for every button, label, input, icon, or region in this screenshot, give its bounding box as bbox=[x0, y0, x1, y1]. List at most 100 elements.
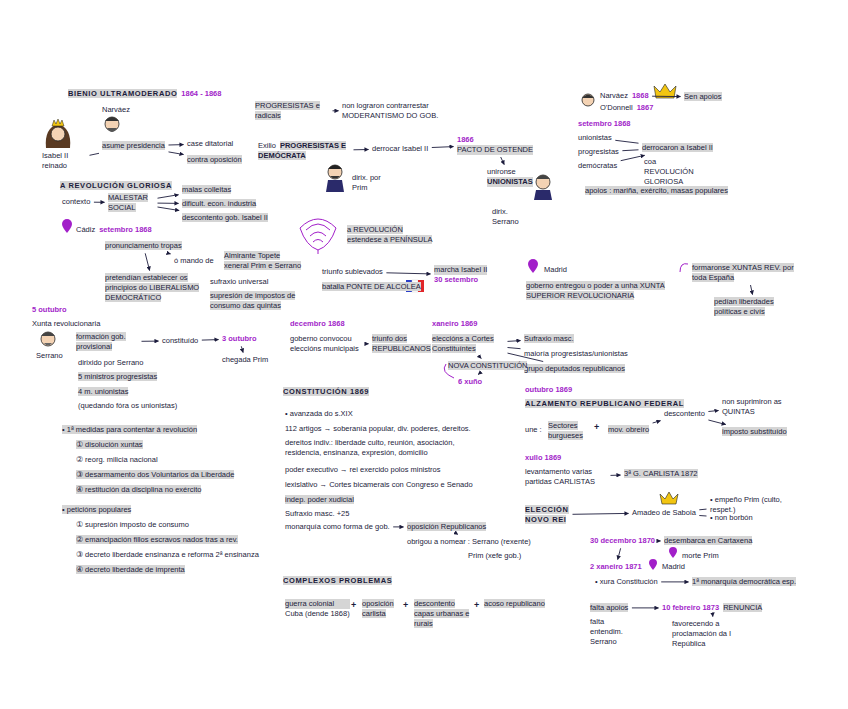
node-text: 1867 bbox=[637, 103, 654, 112]
text-node: indep. poder xudicial bbox=[283, 494, 356, 506]
node-text: Amadeo de Saboia bbox=[632, 508, 696, 517]
text-node: 30 decembro 1870 bbox=[588, 535, 657, 547]
text-node: formaronse XUNTAS REV. por toda España bbox=[690, 262, 806, 284]
text-node: unironseUNIONISTAS bbox=[485, 166, 535, 188]
node-text: 3 outubro bbox=[222, 334, 257, 343]
connector-arrow bbox=[366, 343, 369, 344]
node-text: constituído bbox=[162, 336, 198, 345]
node-text: 30 setembro bbox=[434, 275, 487, 285]
node-text: dereitos indiv.: liberdade culto, reunió… bbox=[285, 438, 455, 457]
node-text: PACTO DE OSTENDE bbox=[457, 145, 533, 155]
node-text: reinado bbox=[42, 161, 86, 171]
node-text: unironse bbox=[487, 167, 533, 177]
text-node: Madrid bbox=[542, 264, 569, 276]
node-text: chegada Prim bbox=[222, 355, 268, 364]
connector-arrow bbox=[508, 348, 521, 349]
generals-portrait bbox=[582, 94, 594, 106]
connector-arrow bbox=[615, 140, 638, 143]
node-text: 6 xuño bbox=[458, 377, 482, 386]
text-node: ④ restitución da disciplina no exército bbox=[74, 484, 203, 496]
text-node: 3 outubro bbox=[220, 333, 259, 345]
text-node: asume presidencia bbox=[100, 140, 167, 152]
text-node: apoios : mariña, exército, masas popular… bbox=[583, 185, 730, 197]
node-text: poder executivo → rei exercido polos min… bbox=[285, 465, 441, 474]
text-node: malas colleitas bbox=[180, 184, 233, 196]
node-text: unionistas bbox=[578, 133, 612, 142]
connector-arrow bbox=[457, 534, 458, 535]
text-node: derrocar Isabel II bbox=[370, 143, 430, 155]
text-node: poder executivo → rei exercido polos min… bbox=[283, 464, 443, 476]
connector-arrow bbox=[708, 411, 718, 412]
connector-arrow bbox=[621, 155, 645, 160]
text-node: xullo 1869 bbox=[523, 452, 563, 464]
node-text: malas colleitas bbox=[182, 185, 231, 194]
connector-arrow bbox=[508, 340, 521, 342]
text-node: 1866PACTO DE OSTENDE bbox=[455, 134, 535, 156]
node-text: O'Donnell bbox=[600, 103, 633, 112]
node-text: non lograron contrarrestar MODERANTISMO … bbox=[342, 101, 438, 120]
connector-arrow bbox=[751, 285, 753, 295]
text-node: Narváez bbox=[100, 104, 132, 116]
text-node: imposto substituído bbox=[720, 426, 789, 438]
node-text: sufraxio universal bbox=[210, 277, 268, 286]
node-text: setembro 1868 bbox=[578, 119, 631, 128]
connector-arrow bbox=[611, 475, 621, 476]
node-text: descontento capas urbanas e rurais bbox=[414, 599, 469, 628]
connector-arrow bbox=[202, 339, 219, 341]
connector-arrow bbox=[573, 513, 629, 515]
node-text: 4 m. unionistas bbox=[78, 387, 128, 396]
text-node: 5 ministros progresistas bbox=[76, 371, 159, 383]
text-node: non suprimiron as QUINTAS bbox=[720, 396, 792, 418]
connector-arrow bbox=[142, 341, 159, 342]
text-node: levantamento varias partidas CARLISTAS bbox=[523, 466, 609, 488]
node-text: Prim (xefe gob.) bbox=[468, 551, 521, 560]
text-node: dirix. Serrano bbox=[490, 206, 538, 228]
node-text: 1ª monarquía democrática esp. bbox=[692, 577, 796, 586]
node-text: obrigou a nomear : Serrano (rexente) bbox=[407, 537, 531, 546]
node-text: 2 xaneiro 1871 bbox=[590, 562, 642, 571]
text-node: pretendían establecer os principios do L… bbox=[103, 272, 205, 303]
node-text: falta apoios bbox=[590, 603, 628, 612]
node-text: Exilio bbox=[258, 141, 276, 150]
connector-arrow bbox=[90, 153, 100, 155]
node-text: contra oposición bbox=[187, 155, 242, 164]
connector-arrow bbox=[653, 421, 661, 423]
text-node: falta entendim. Serrano bbox=[588, 616, 636, 647]
text-node: pronunciamento tropas bbox=[103, 240, 184, 252]
connector-arrow bbox=[94, 202, 105, 203]
connector-arrow bbox=[393, 526, 403, 527]
node-text: descontento gob. Isabel II bbox=[182, 213, 268, 222]
node-text: ALZAMENTO REPUBLICANO FEDERAL bbox=[525, 399, 684, 408]
node-text: A REVOLUCIÓN GLORIOSA bbox=[60, 181, 172, 190]
node-text: eleccións a Cortes Constituíntes bbox=[432, 334, 494, 353]
connector-arrow bbox=[169, 152, 184, 155]
node-text: 10 febreiro 1873 bbox=[662, 603, 719, 612]
connector-arrow bbox=[169, 144, 184, 145]
text-node: Amadeo de Saboia bbox=[630, 507, 698, 519]
node-text: formaronse XUNTAS REV. por toda España bbox=[692, 263, 794, 282]
text-node: desembarca en Cartaxena bbox=[662, 535, 754, 547]
text-node: descontento bbox=[662, 408, 707, 420]
text-node: supresión de impostos de consumo das qui… bbox=[208, 290, 302, 312]
text-node: Serrano bbox=[34, 350, 65, 362]
connector-arrow bbox=[168, 253, 170, 255]
node-text: dirix. Serrano bbox=[492, 207, 519, 226]
connector-arrow bbox=[333, 110, 339, 111]
node-text: Isabel II bbox=[42, 151, 86, 161]
text-node: ① supresión imposto de consumo bbox=[74, 519, 191, 531]
node-text: • non borbón bbox=[710, 513, 753, 522]
node-text: guerra colonial bbox=[285, 599, 350, 609]
text-node: dirixido por Serrano bbox=[76, 357, 145, 369]
pin-icon bbox=[528, 259, 538, 273]
node-text: Cádiz bbox=[76, 225, 95, 234]
connector-arrow bbox=[652, 96, 680, 97]
connector-arrow bbox=[386, 273, 430, 274]
serrano-portrait bbox=[41, 332, 55, 346]
text-node: derrocaron a Isabel II bbox=[640, 142, 715, 154]
text-node: monarquía como forma de gob. bbox=[283, 521, 392, 533]
text-node: decembro 1868 bbox=[288, 318, 347, 330]
node-text: NOVA CONSTITUCIÓN bbox=[448, 361, 527, 370]
connector-arrow bbox=[632, 607, 659, 608]
node-text: • empeño Prim (culto, respet.) bbox=[710, 495, 782, 514]
